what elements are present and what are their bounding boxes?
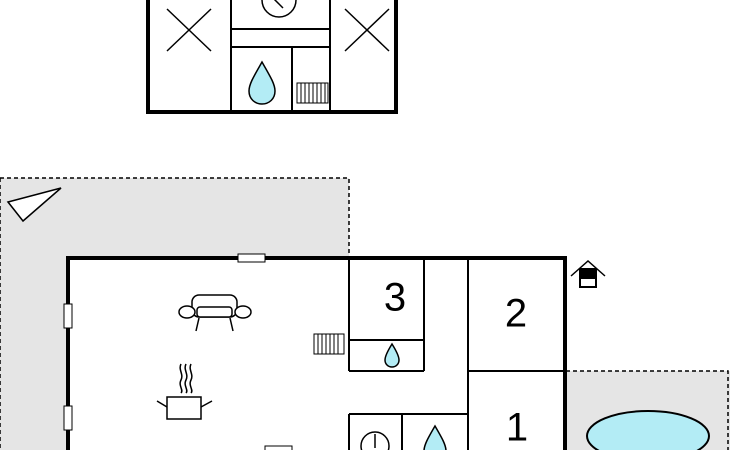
radiator-icon: [313, 333, 345, 355]
water-drop-icon: [423, 424, 447, 450]
window: [264, 445, 293, 450]
radiator-icon: [296, 82, 329, 104]
x-box-icon: [344, 8, 390, 52]
terrace-outline-left: [0, 177, 350, 450]
cooking-pot-icon: [156, 363, 213, 420]
ground-floor: 3 2 1: [63, 253, 567, 450]
pool-terrace-outline: [566, 370, 729, 450]
toilet-icon: [261, 0, 297, 18]
ground-floor-outline: [66, 256, 567, 450]
toilet-icon: [360, 431, 390, 450]
terrace-area-left: [0, 178, 349, 450]
water-drop-icon: [248, 60, 276, 105]
pool-icon: [586, 410, 710, 450]
window: [237, 253, 266, 263]
upper-floor: [146, 0, 398, 114]
sofa-icon: [178, 294, 252, 332]
room-number: 3: [384, 276, 406, 320]
x-box-icon: [166, 8, 212, 52]
water-drop-icon: [384, 342, 400, 368]
room-number: 1: [506, 406, 528, 450]
compass-arrow-icon: [6, 187, 62, 223]
window: [63, 405, 73, 431]
window: [63, 303, 73, 329]
room-number: 2: [505, 292, 527, 336]
house-entrance-icon: [570, 259, 606, 288]
